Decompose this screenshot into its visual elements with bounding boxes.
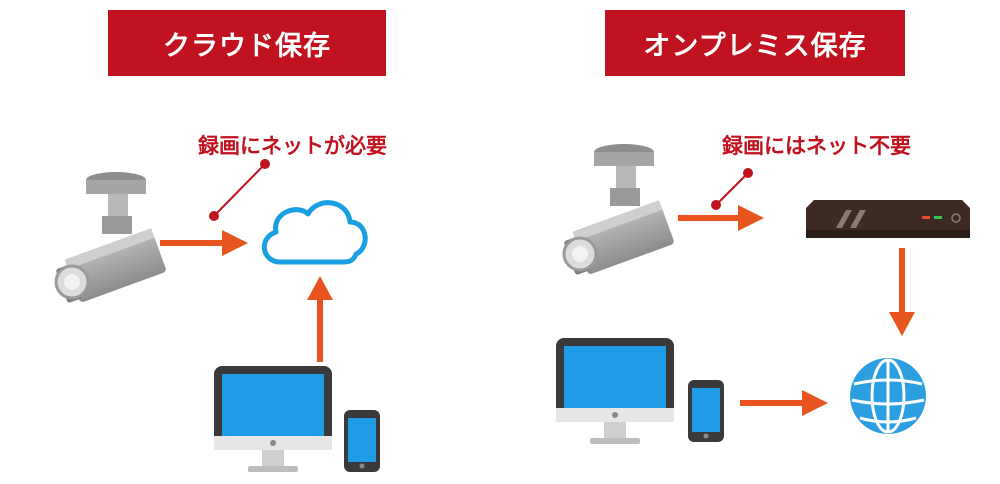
onprem-note-label: 録画にはネット不要 <box>722 134 911 158</box>
cloud-note-label: 録画にネットが必要 <box>198 134 387 158</box>
arrow-camera-to-recorder <box>738 205 764 231</box>
arrow-recorder-to-globe <box>889 312 915 336</box>
arrow-camera-to-cloud <box>222 230 248 256</box>
onprem-storage-title: オンプレミス保存 <box>605 10 905 76</box>
security-camera-icon <box>562 144 674 275</box>
arrow-devices-to-globe <box>802 390 828 416</box>
security-camera-icon <box>54 172 166 303</box>
smartphone-icon <box>688 380 724 442</box>
recorder-box-icon <box>806 200 970 238</box>
arrow-computer-to-cloud <box>307 276 333 300</box>
desktop-computer-icon <box>214 366 332 472</box>
globe-icon <box>850 358 926 434</box>
cloud-storage-title: クラウド保存 <box>108 10 386 76</box>
desktop-computer-icon <box>556 338 674 444</box>
cloud-icon <box>262 200 368 265</box>
smartphone-icon <box>344 410 380 472</box>
